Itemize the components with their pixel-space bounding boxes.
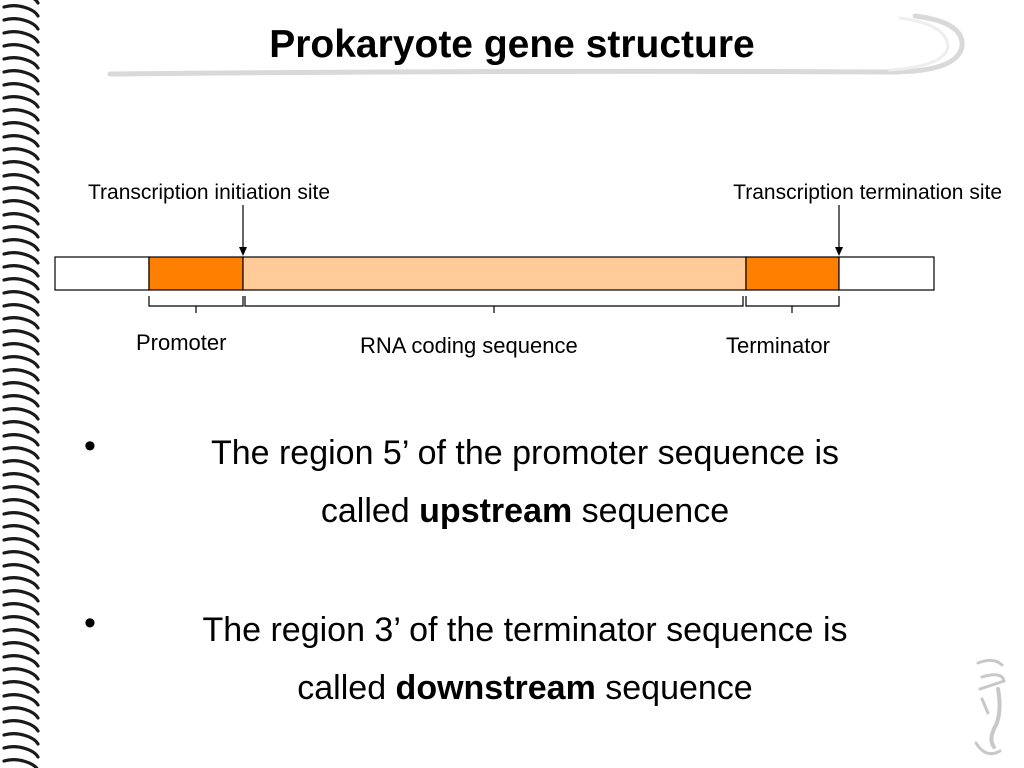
- initiation-site-arrow: [239, 205, 247, 256]
- bullet-symbol: •: [84, 427, 96, 465]
- emphasis-upstream: upstream: [419, 492, 573, 530]
- promoter-segment: [148, 256, 244, 291]
- bullet-text-part: sequence: [595, 669, 753, 707]
- terminator-segment: [745, 256, 840, 291]
- bullet-text: The region 3’ of the terminator sequence…: [110, 601, 940, 717]
- rna-coding-segment: [242, 256, 747, 291]
- rope-border: [2, 0, 40, 768]
- bullet-symbol: •: [84, 604, 96, 642]
- bullet-line: called downstream sequence: [110, 659, 940, 717]
- terminator-label: Terminator: [726, 333, 830, 358]
- title-swoosh: [107, 13, 965, 77]
- rna-coding-sequence-label: RNA coding sequence: [360, 333, 578, 358]
- upstream-flank-segment: [54, 256, 150, 291]
- transcription-initiation-site-label: Transcription initiation site: [88, 181, 330, 204]
- promoter-label: Promoter: [136, 330, 227, 355]
- bullet-text-part: called: [297, 669, 396, 707]
- bullet-text: The region 5’ of the promoter sequence i…: [110, 424, 940, 540]
- calligraphy-ornament: [974, 658, 1006, 756]
- slide-title: Prokaryote gene structure: [269, 23, 755, 66]
- promoter-bracket: [148, 296, 244, 313]
- bullet-line: called upstream sequence: [110, 482, 940, 540]
- bullet-line: The region 5’ of the promoter sequence i…: [210, 434, 840, 472]
- downstream-flank-segment: [838, 256, 935, 291]
- bullet-line: The region 3’ of the terminator sequence…: [202, 611, 848, 649]
- emphasis-downstream: downstream: [395, 669, 596, 707]
- gene-structure-diagram: [54, 205, 935, 313]
- bullet-text-part: called: [320, 492, 420, 530]
- bullet-text-part: sequence: [572, 492, 730, 530]
- transcription-termination-site-label: Transcription termination site: [733, 181, 1002, 204]
- termination-site-arrow: [835, 205, 843, 256]
- rna-coding-bracket: [244, 296, 744, 313]
- terminator-bracket: [745, 296, 840, 313]
